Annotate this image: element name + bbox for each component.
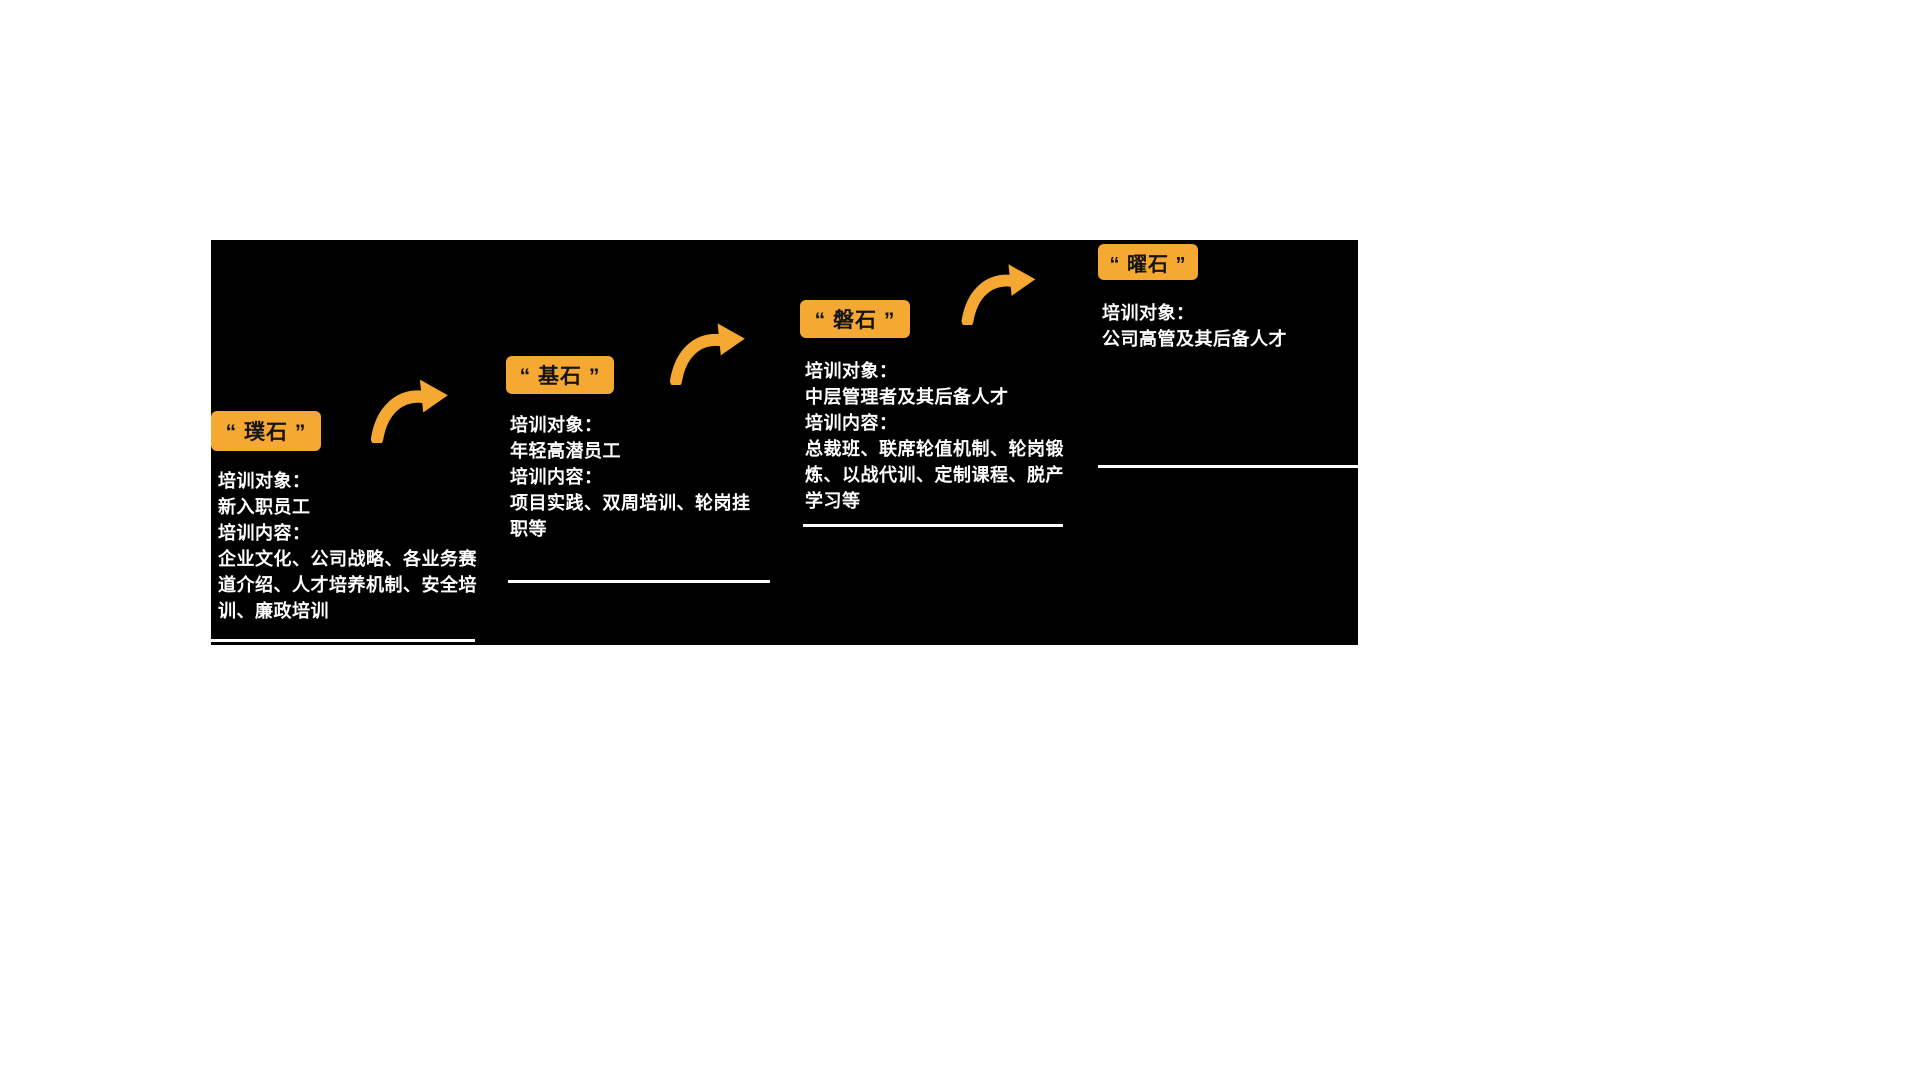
level-4-underline [1098, 465, 1358, 468]
level-3-underline [803, 524, 1063, 527]
level-3-textblock: 培训对象： 中层管理者及其后备人才 培训内容： 总裁班、联席轮值机制、轮岗锻炼、… [805, 358, 1071, 514]
curved-arrow-icon [668, 317, 748, 385]
level-1-content-value: 企业文化、公司战略、各业务赛道介绍、人才培养机制、安全培训、廉政培训 [218, 549, 477, 621]
level-3-target-value: 中层管理者及其后备人才 [805, 387, 1009, 407]
level-1-underline [211, 639, 475, 642]
level-4-badge: “ 曜石 ” [1098, 244, 1198, 280]
level-3-content-value: 总裁班、联席轮值机制、轮岗锻炼、以战代训、定制课程、脱产学习等 [805, 439, 1064, 511]
level-1-target-value: 新入职员工 [218, 497, 311, 517]
level-1-content-label: 培训内容： [218, 523, 311, 543]
level-2-target-label: 培训对象： [510, 415, 603, 435]
level-2-target-value: 年轻高潜员工 [510, 441, 621, 461]
level-3-target-label: 培训对象： [805, 361, 898, 381]
training-system-panel: “ 璞石 ” 培训对象： 新入职员工 培训内容： 企业文化、公司战略、各业务赛道… [211, 240, 1358, 645]
level-1-textblock: 培训对象： 新入职员工 培训内容： 企业文化、公司战略、各业务赛道介绍、人才培养… [218, 468, 483, 624]
level-4-textblock: 培训对象： 公司高管及其后备人才 [1102, 300, 1364, 352]
curved-arrow-icon [958, 258, 1040, 325]
level-3-content-label: 培训内容： [805, 413, 898, 433]
level-2-underline [508, 580, 770, 583]
level-2-content-value: 项目实践、双周培训、轮岗挂职等 [510, 493, 751, 539]
level-2-textblock: 培训对象： 年轻高潜员工 培训内容： 项目实践、双周培训、轮岗挂职等 [510, 412, 762, 542]
level-1-target-label: 培训对象： [218, 471, 311, 491]
curved-arrow-icon [368, 373, 452, 443]
level-4-target-value: 公司高管及其后备人才 [1102, 329, 1287, 349]
level-1-badge: “ 璞石 ” [211, 411, 321, 451]
level-4-target-label: 培训对象： [1102, 303, 1195, 323]
level-2-content-label: 培训内容： [510, 467, 603, 487]
level-3-badge: “ 磐石 ” [800, 300, 910, 338]
level-2-badge: “ 基石 ” [506, 356, 614, 394]
